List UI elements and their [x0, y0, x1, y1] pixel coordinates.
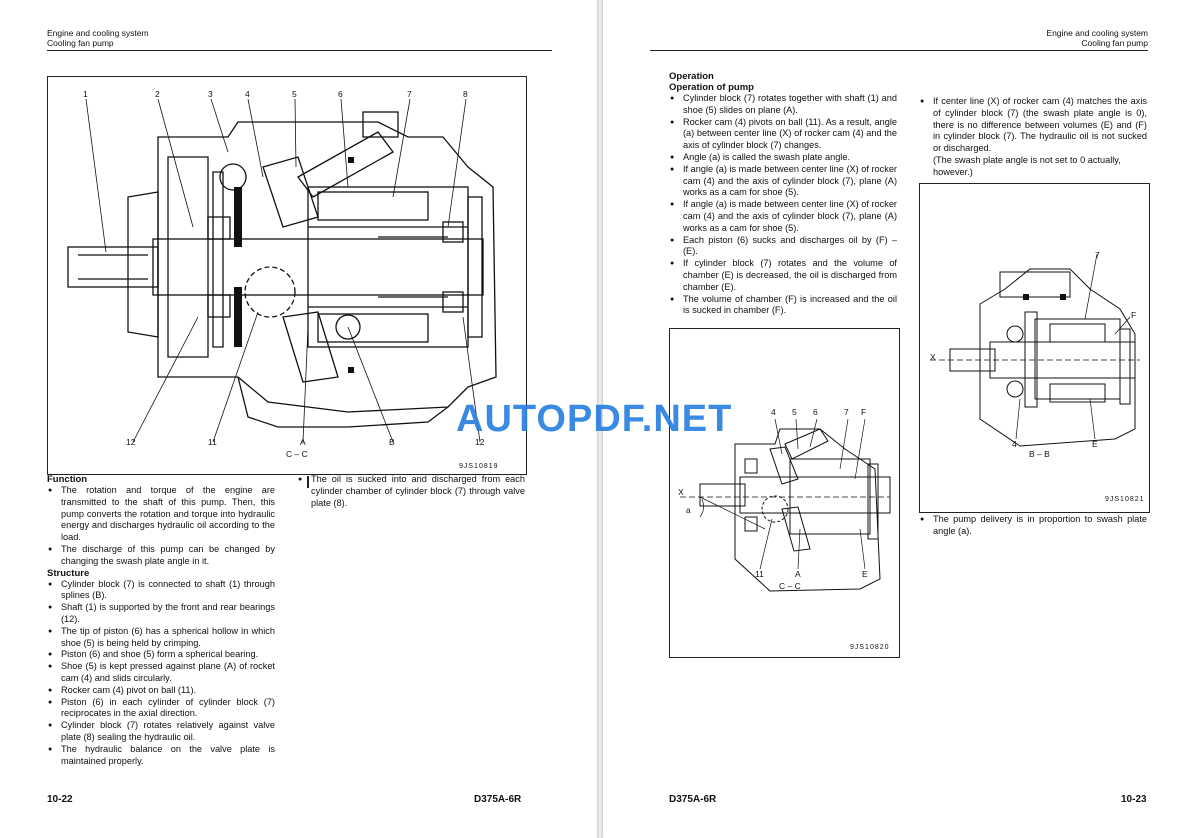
callout-F: F [861, 407, 867, 417]
list-item: If center line (X) of rocker cam (4) mat… [919, 96, 1147, 155]
callout-11: 11 [208, 437, 217, 447]
list-item: Cylinder block (7) is connected to shaft… [47, 579, 275, 603]
list-item: If cylinder block (7) rotates and the vo… [669, 258, 897, 293]
callout-5: 5 [792, 407, 797, 417]
operation-subheading: Operation of pump [669, 82, 754, 93]
left-text-column-2: The oil is sucked into and discharged fr… [297, 474, 525, 509]
header-chapter: Engine and cooling system [47, 28, 149, 38]
callout-4: 4 [245, 89, 250, 99]
structure-list: Cylinder block (7) is connected to shaft… [47, 579, 275, 768]
function-list: The rotation and torque of the engine ar… [47, 485, 275, 568]
callout-3: 3 [208, 89, 213, 99]
callout-X: X [678, 487, 684, 497]
section-label: C – C [286, 449, 308, 459]
callout-a: a [686, 505, 691, 515]
list-item: If angle (a) is made between center line… [669, 164, 897, 199]
model-left: D375A-6R [474, 794, 522, 805]
list-item: Shaft (1) is supported by the front and … [47, 602, 275, 626]
header-rule [47, 50, 552, 51]
pump-drawing [67, 98, 497, 443]
list-item: The rotation and torque of the engine ar… [47, 485, 275, 544]
callout-7: 7 [1095, 250, 1100, 260]
delivery-list: The pump delivery is in proportion to sw… [919, 514, 1147, 538]
section-label: C – C [779, 581, 801, 591]
header-right: Engine and cooling system Cooling fan pu… [1015, 28, 1148, 48]
zero-angle-figure: 7 F X 4 E B – B 9JS10821 [919, 183, 1150, 513]
list-item: Angle (a) is called the swash plate angl… [669, 152, 897, 164]
callout-5: 5 [292, 89, 297, 99]
operation-list: Cylinder block (7) rotates together with… [669, 93, 897, 317]
callout-12-right: 12 [475, 437, 485, 447]
callout-8: 8 [463, 89, 468, 99]
book-gutter [597, 0, 603, 838]
section-label: B – B [1029, 449, 1050, 459]
callout-6: 6 [338, 89, 343, 99]
list-item: Rocker cam (4) pivots on ball (11). As a… [669, 117, 897, 152]
right-page: Engine and cooling system Cooling fan pu… [603, 0, 1200, 838]
callout-4: 4 [771, 407, 776, 417]
list-item: The hydraulic balance on the valve plate… [47, 744, 275, 768]
list-item: The volume of chamber (F) is increased a… [669, 294, 897, 318]
callout-B: B [389, 437, 395, 447]
structure-heading: Structure [47, 567, 90, 579]
zero-angle-drawing [930, 253, 1140, 447]
operation-heading: Operation [669, 71, 714, 82]
pump-cross-section-figure: 1 2 3 4 5 6 7 8 12 11 A B 12 C – C 9JS10… [47, 76, 527, 475]
page-number-right: 10-23 [1121, 794, 1147, 805]
callout-A: A [300, 437, 306, 447]
list-item: Cylinder block (7) rotates relatively ag… [47, 720, 275, 744]
delivery-column: The pump delivery is in proportion to sw… [919, 514, 1147, 538]
callout-X: X [930, 352, 936, 362]
model-right: D375A-6R [669, 794, 717, 805]
list-item: The oil is sucked into and discharged fr… [297, 474, 525, 509]
list-item: Piston (6) and shoe (5) form a spherical… [47, 649, 275, 661]
callout-E: E [862, 569, 868, 579]
callout-7: 7 [407, 89, 412, 99]
zero-angle-column: If center line (X) of rocker cam (4) mat… [919, 96, 1147, 179]
left-page: Engine and cooling system Cooling fan pu… [0, 0, 597, 838]
callout-4: 4 [1012, 439, 1017, 449]
callout-12-left: 12 [126, 437, 136, 447]
list-item: Shoe (5) is kept pressed against plane (… [47, 661, 275, 685]
header-section: Cooling fan pump [47, 38, 114, 48]
header-chapter: Engine and cooling system [1046, 28, 1148, 38]
header-left: Engine and cooling system Cooling fan pu… [47, 28, 149, 48]
oil-list: The oil is sucked into and discharged fr… [297, 474, 525, 509]
list-item: The tip of piston (6) has a spherical ho… [47, 626, 275, 650]
list-item: Each piston (6) sucks and discharges oil… [669, 235, 897, 259]
callout-2: 2 [155, 89, 160, 99]
callout-F: F [1131, 310, 1137, 320]
callout-A: A [795, 569, 801, 579]
callout-11: 11 [755, 569, 764, 579]
list-item: Piston (6) in each cylinder of cylinder … [47, 697, 275, 721]
callout-E: E [1092, 439, 1098, 449]
left-text-column: Function The rotation and torque of the … [47, 474, 275, 767]
watermark: AUTOPDF.NET [456, 398, 733, 440]
list-item: Rocker cam (4) pivot on ball (11). [47, 685, 275, 697]
list-item: If angle (a) is made between center line… [669, 199, 897, 234]
list-item: The discharge of this pump can be change… [47, 544, 275, 568]
page-number-left: 10-22 [47, 794, 73, 805]
header-rule [650, 50, 1148, 51]
header-section: Cooling fan pump [1081, 38, 1148, 48]
figure-code: 9JS10821 [1105, 496, 1145, 503]
function-heading: Function [47, 474, 88, 485]
operation-column: Operation Operation of pump Cylinder blo… [669, 71, 897, 317]
swash-angle-figure: 4 5 6 7 F X a 11 A E C – C 9JS10820 [669, 328, 900, 658]
callout-7: 7 [844, 407, 849, 417]
list-item: The pump delivery is in proportion to sw… [919, 514, 1147, 538]
figure-code: 9JS10819 [459, 463, 499, 470]
figure-code: 9JS10820 [850, 644, 890, 651]
swash-angle-drawing [680, 418, 891, 592]
zero-angle-list: If center line (X) of rocker cam (4) mat… [919, 96, 1147, 155]
callout-6: 6 [813, 407, 818, 417]
callout-1: 1 [83, 89, 88, 99]
list-item: Cylinder block (7) rotates together with… [669, 93, 897, 117]
swash-note: (The swash plate angle is not set to 0 a… [933, 154, 1121, 177]
